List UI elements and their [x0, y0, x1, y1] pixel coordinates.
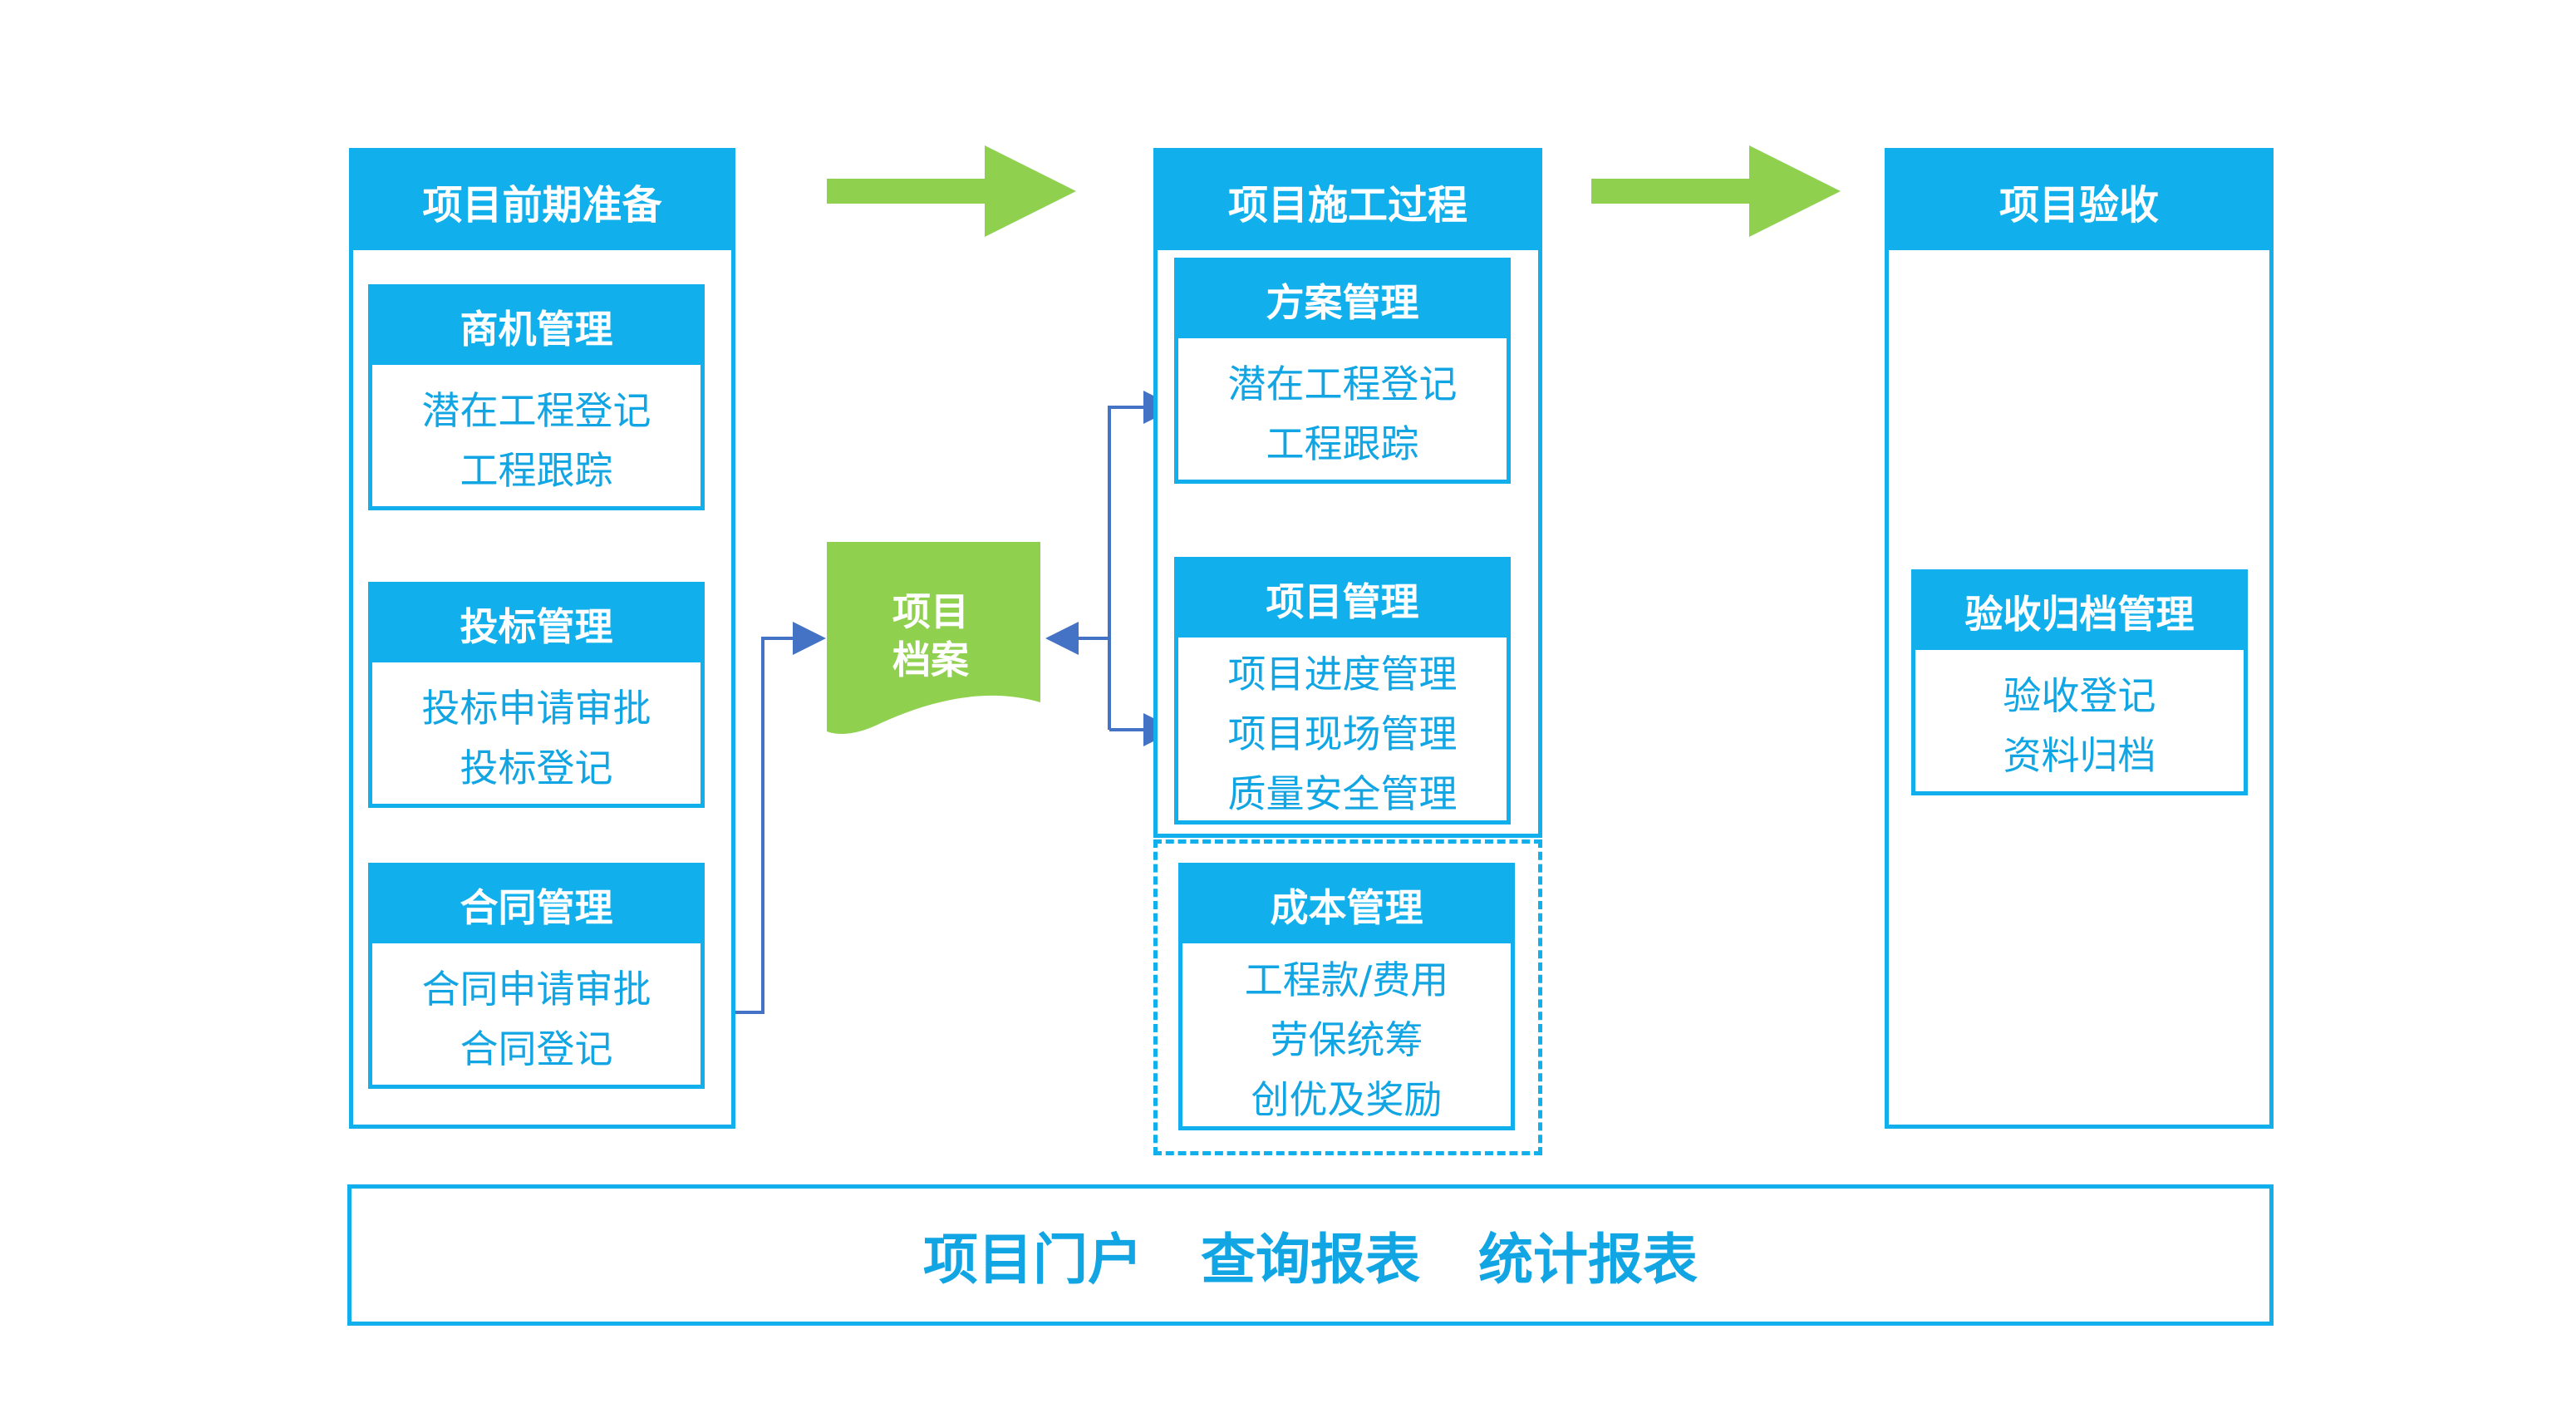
module-item: 验收登记 [2003, 673, 2156, 718]
module-item: 投标登记 [460, 746, 613, 790]
module-title: 项目管理 [1178, 561, 1507, 638]
archive-text-line: 档案 [892, 638, 969, 682]
bottom-item-query-report: 查询报表 [1201, 1228, 1420, 1292]
module-business-opportunity: 商机管理 潜在工程登记 工程跟踪 [368, 284, 705, 510]
module-cost: 成本管理 工程款/费用 劳保统筹 创优及奖励 [1178, 863, 1515, 1130]
module-item: 创优及奖励 [1251, 1077, 1443, 1122]
module-item: 工程跟踪 [1266, 421, 1419, 466]
module-title: 商机管理 [372, 288, 701, 365]
module-item: 合同登记 [460, 1026, 613, 1071]
module-acceptance-archive: 验收归档管理 验收登记 资料归档 [1911, 569, 2248, 795]
module-title: 成本管理 [1182, 867, 1511, 943]
module-bidding: 投标管理 投标申请审批 投标登记 [368, 582, 705, 808]
module-item: 投标申请审批 [421, 686, 651, 731]
module-item: 潜在工程登记 [1227, 362, 1458, 406]
column-construction-title: 项目施工过程 [1158, 152, 1538, 250]
bottom-item-statistics-report: 统计报表 [1478, 1228, 1698, 1292]
module-title: 投标管理 [372, 586, 701, 662]
flow-arrow-1 [827, 145, 1076, 237]
module-item: 项目进度管理 [1227, 652, 1458, 697]
module-title: 方案管理 [1178, 262, 1507, 338]
flow-arrow-2 [1591, 145, 1841, 237]
module-contract: 合同管理 合同申请审批 合同登记 [368, 863, 705, 1089]
column-preparation-title: 项目前期准备 [353, 152, 731, 250]
module-scheme: 方案管理 潜在工程登记 工程跟踪 [1174, 258, 1511, 484]
module-item: 项目现场管理 [1227, 711, 1458, 756]
archive-text-line: 项目 [892, 589, 969, 634]
bottom-bar: 项目门户 查询报表 统计报表 [347, 1184, 2274, 1326]
cost-management-area [1153, 839, 1542, 1155]
column-acceptance-title: 项目验收 [1889, 152, 2269, 250]
module-item: 合同申请审批 [421, 967, 651, 1012]
module-project-management: 项目管理 项目进度管理 项目现场管理 质量安全管理 [1174, 557, 1511, 825]
module-item: 劳保统筹 [1270, 1017, 1423, 1062]
archive-label: 项目 档案 [856, 582, 1005, 690]
module-item: 资料归档 [2003, 733, 2156, 778]
module-title: 验收归档管理 [1915, 574, 2244, 650]
archive-document-shape [827, 542, 1040, 734]
bottom-item-portal: 项目门户 [923, 1228, 1143, 1292]
module-item: 质量安全管理 [1227, 771, 1458, 816]
module-item: 工程跟踪 [460, 448, 613, 493]
module-title: 合同管理 [372, 867, 701, 943]
module-item: 潜在工程登记 [421, 388, 651, 433]
module-item: 工程款/费用 [1244, 957, 1449, 1002]
